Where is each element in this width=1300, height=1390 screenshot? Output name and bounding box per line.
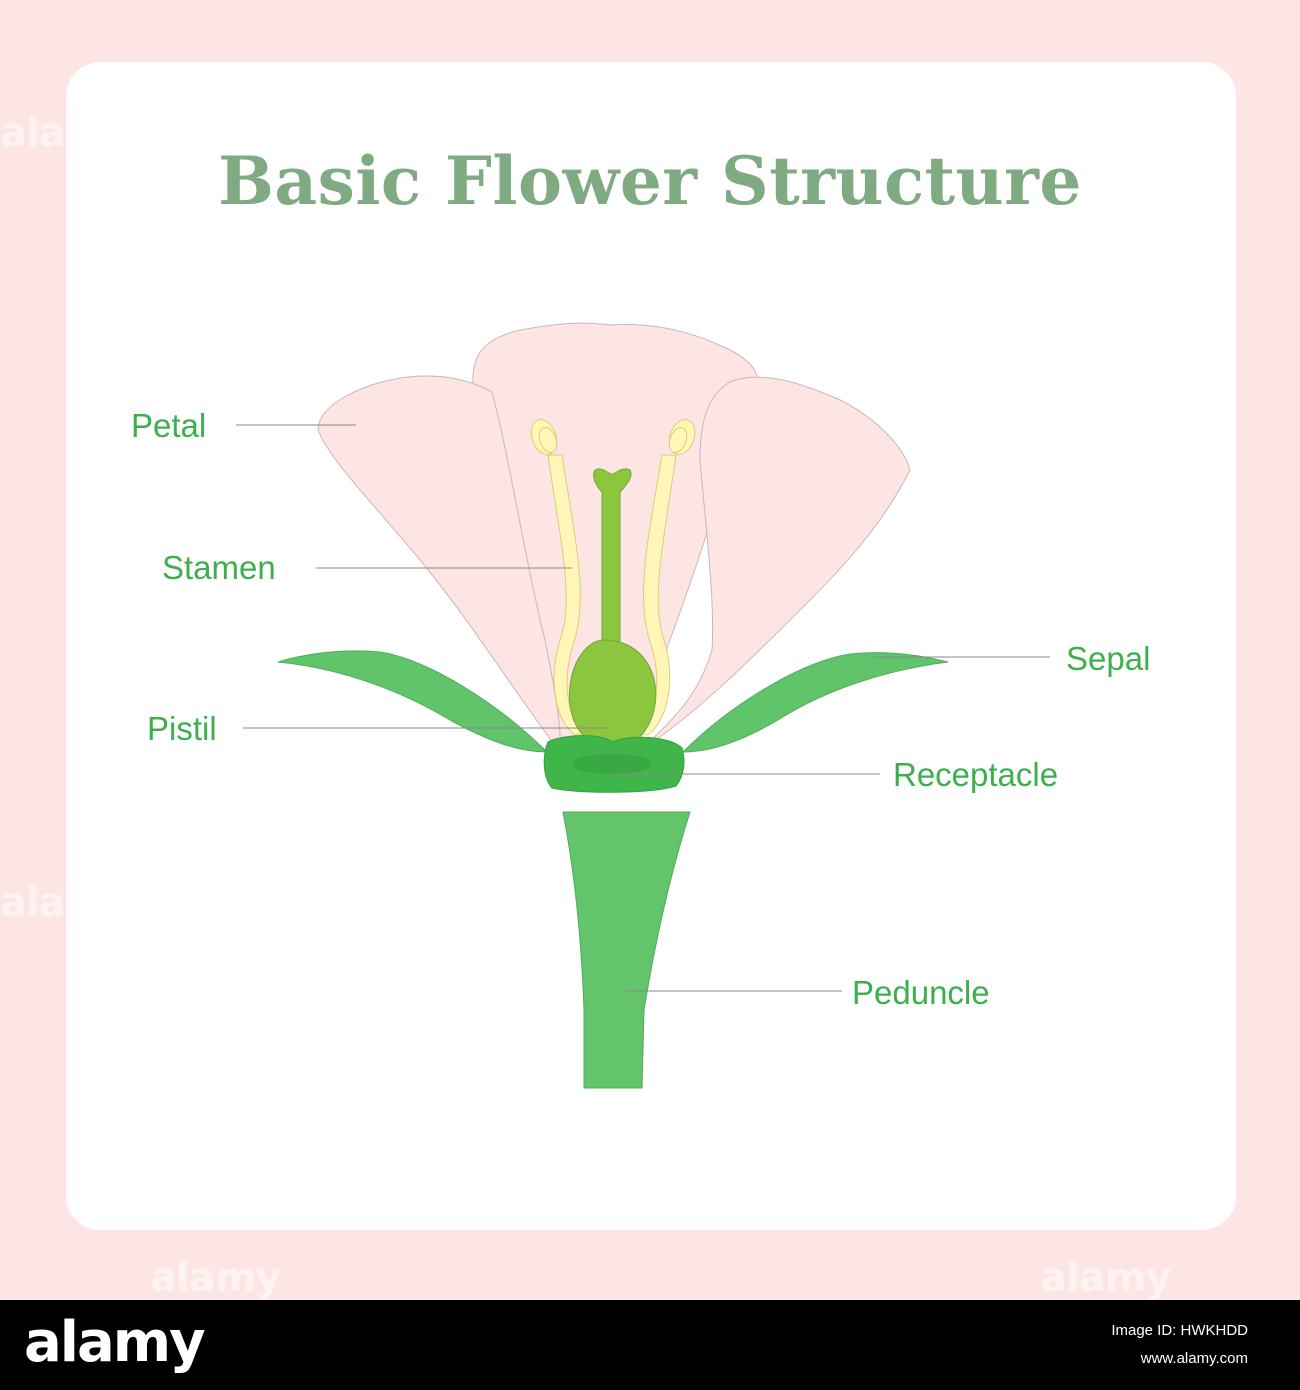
- footer-bar: alamy Image ID: HWKHDD www.alamy.com: [0, 1300, 1300, 1390]
- petal-right-shape: [637, 376, 911, 753]
- sepal-right-shape: [681, 652, 949, 753]
- site-url-text: www.alamy.com: [1140, 1350, 1248, 1367]
- peduncle-shape: [562, 811, 691, 1089]
- stamen-left-anther: [530, 419, 558, 455]
- diagram-title: Basic Flower Structure: [218, 142, 1082, 220]
- flower-diagram: [236, 322, 1050, 1089]
- pistil-ovary-shape: [568, 639, 657, 749]
- label-pistil: Pistil: [147, 710, 217, 747]
- receptacle-highlight: [572, 754, 652, 774]
- watermark: alamy: [0, 110, 131, 156]
- label-stamen: Stamen: [162, 549, 276, 586]
- watermark: alamy: [150, 1255, 281, 1301]
- stamen-right-anther: [668, 419, 696, 455]
- image-id-text: Image ID: HWKHDD: [1111, 1322, 1248, 1339]
- watermark: alamy: [1040, 1255, 1171, 1301]
- sepal-left-shape: [277, 650, 549, 753]
- brand-logo: alamy: [24, 1310, 206, 1375]
- pistil-style-shape: [593, 468, 632, 651]
- label-receptacle: Receptacle: [893, 756, 1059, 793]
- label-peduncle: Peduncle: [852, 974, 990, 1011]
- label-petal: Petal: [131, 407, 207, 444]
- petal-left-shape: [317, 375, 561, 754]
- label-sepal: Sepal: [1066, 640, 1151, 677]
- watermark: alamy: [0, 880, 131, 926]
